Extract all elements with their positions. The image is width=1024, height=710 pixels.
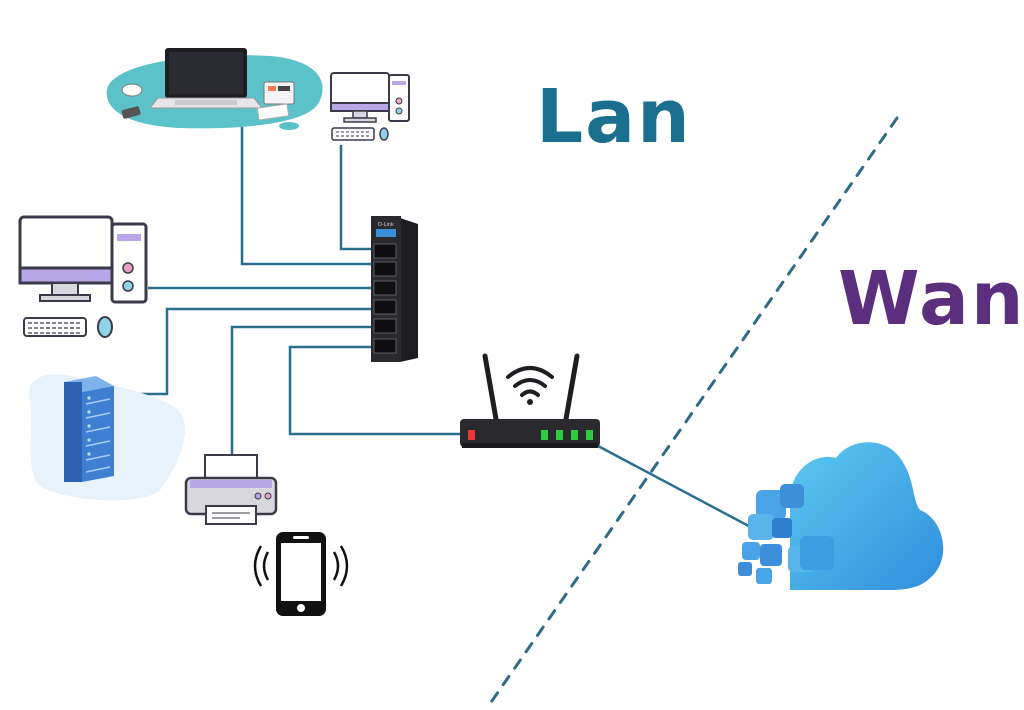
server-rack-icon (29, 374, 186, 501)
desktop-computer-icon (330, 72, 410, 141)
network-switch-icon: D-Link (371, 216, 418, 362)
cable-router-switch (288, 345, 460, 436)
cable-router-cloud (597, 444, 761, 534)
cloud-icon (738, 442, 944, 590)
cable-server-switch (140, 307, 372, 396)
cables (140, 122, 761, 534)
laptop-icon (106, 48, 323, 130)
desktop-computer-icon (18, 215, 148, 338)
cable-laptop-switch (240, 122, 372, 266)
lan-wan-divider (485, 116, 899, 710)
cable-desktop-small-switch (339, 145, 372, 251)
cable-printer-switch (230, 325, 372, 455)
smartphone-icon (253, 532, 349, 616)
wan-label: Wan (838, 256, 1024, 342)
printer-icon (184, 454, 278, 525)
switch-brand-label: D-Link (378, 222, 394, 228)
wifi-router-icon (460, 353, 600, 448)
lan-label: Lan (536, 74, 692, 160)
